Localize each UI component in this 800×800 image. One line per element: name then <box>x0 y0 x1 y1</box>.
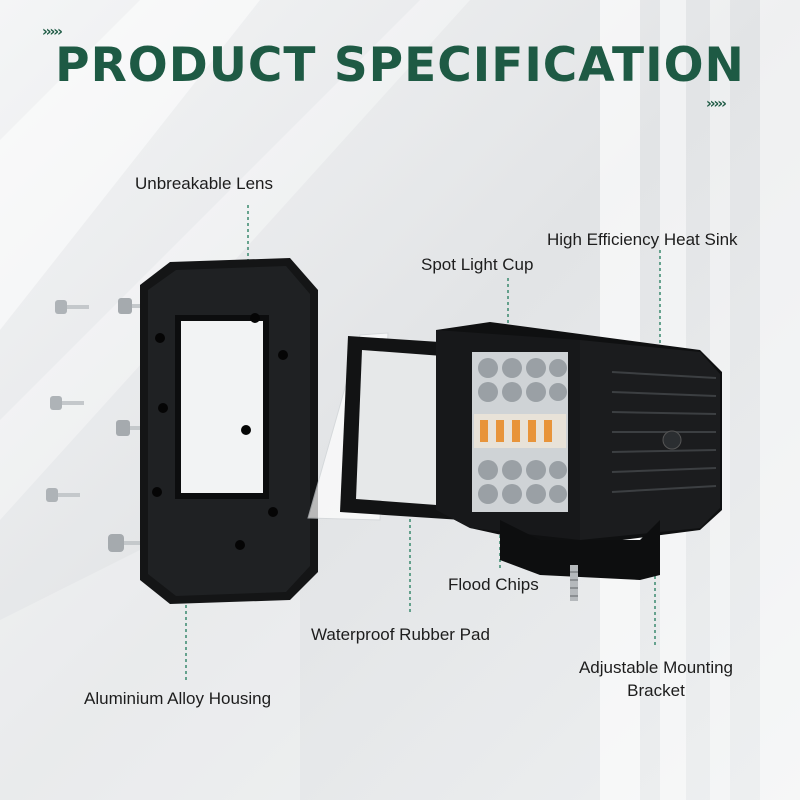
housing-plate <box>140 258 318 604</box>
page-title: PRODUCT SPECIFICATION <box>55 38 745 93</box>
label-mounting-bracket-line1: Adjustable Mounting <box>578 658 734 677</box>
label-rubber-pad: Waterproof Rubber Pad <box>311 625 490 644</box>
label-unbreakable-lens: Unbreakable Lens <box>135 174 273 193</box>
label-heat-sink: High Efficiency Heat Sink <box>547 230 738 249</box>
label-mounting-bracket: Adjustable Mounting Bracket <box>566 658 746 701</box>
label-flood-chips: Flood Chips <box>448 575 539 594</box>
label-housing: Aluminium Alloy Housing <box>84 689 272 708</box>
mounting-bracket <box>500 520 660 601</box>
arrows-left-decoration: ››››› <box>42 24 63 40</box>
label-mounting-bracket-line2: Bracket <box>627 681 685 700</box>
arrows-right-decoration: ››››› <box>706 96 727 112</box>
light-body <box>436 322 722 548</box>
label-spot-light-cup: Spot Light Cup <box>421 255 534 274</box>
screws <box>46 298 156 552</box>
